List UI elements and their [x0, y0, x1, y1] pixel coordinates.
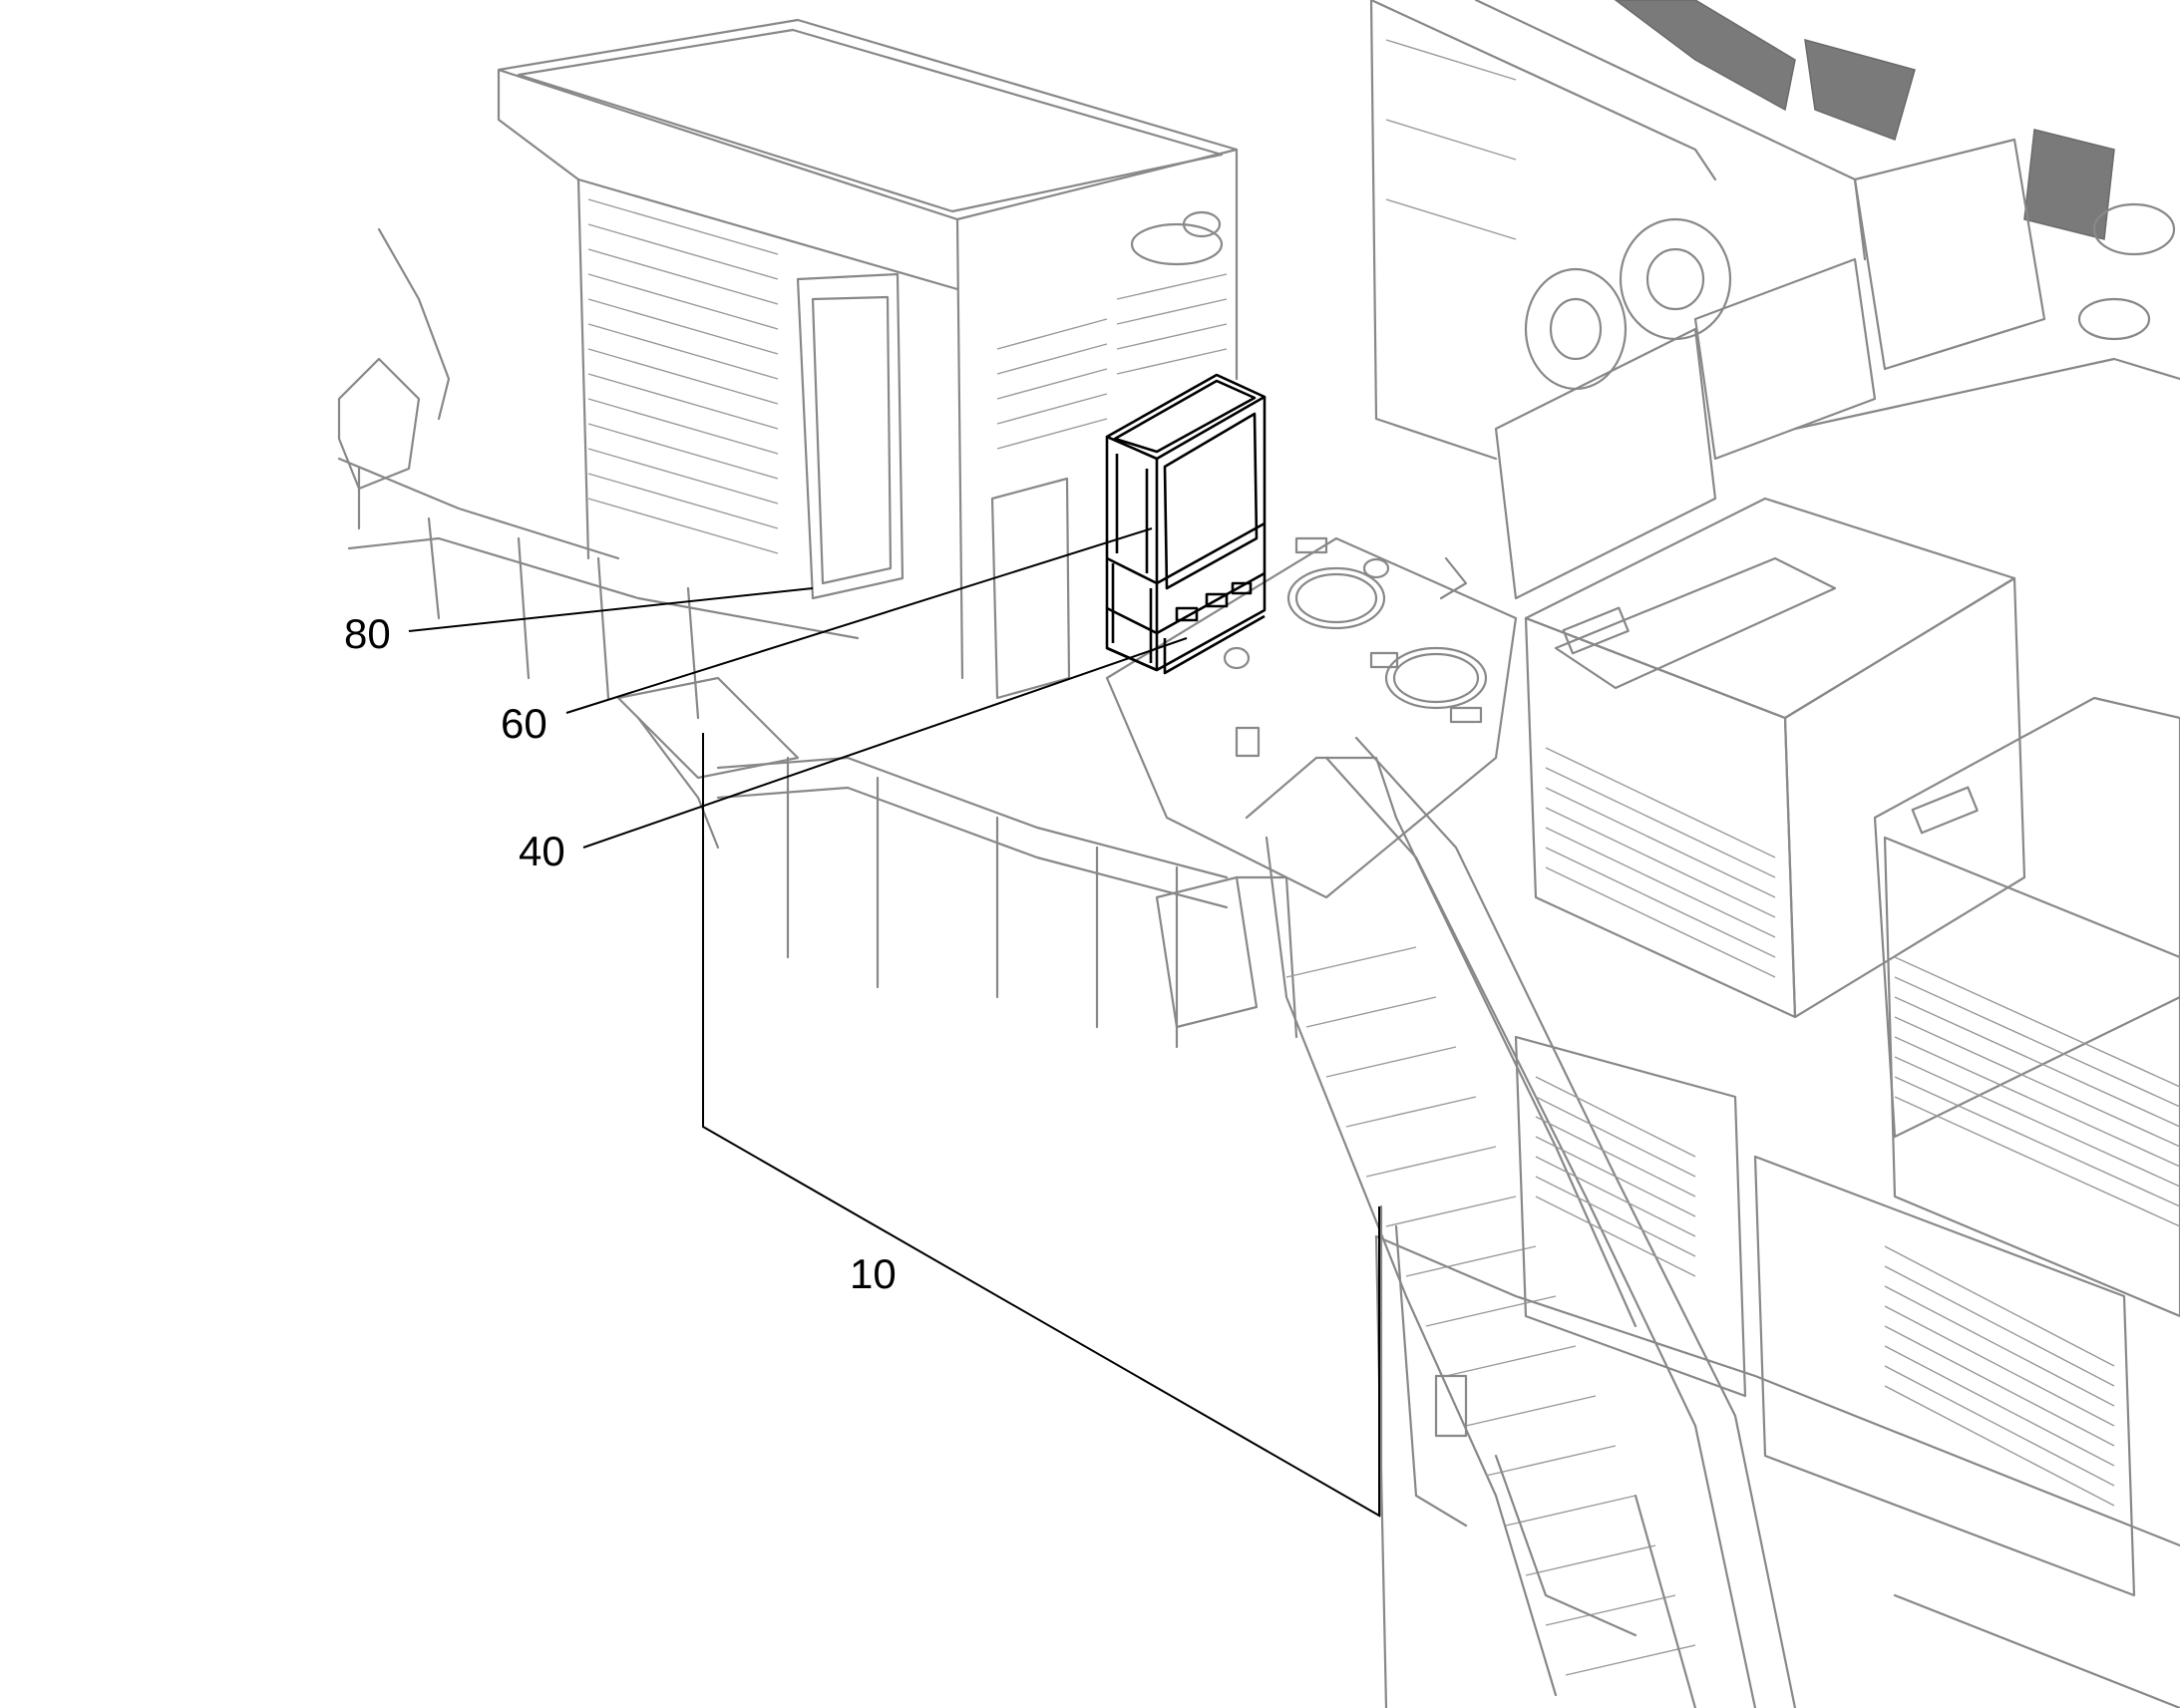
- lower-body: [1379, 1204, 1637, 1637]
- callout-10: 10: [850, 1250, 897, 1297]
- right-enclosures: [1374, 497, 2180, 1708]
- cab-housing: [497, 18, 1239, 700]
- platform-deck: [1105, 536, 1518, 899]
- callout-40: 40: [519, 828, 565, 874]
- cab-louvers: [587, 198, 779, 554]
- callout-60: 60: [501, 700, 547, 747]
- platform-railings: [716, 756, 1298, 1049]
- leader-line-40: [582, 637, 1188, 849]
- tank-outline: [702, 733, 1380, 1518]
- left-railings: [337, 227, 860, 850]
- highlighted-cabinet: [1105, 373, 1267, 675]
- machine-background: [337, 0, 2180, 1708]
- callouts: 80 60 40 10: [344, 527, 1188, 1297]
- callout-80: 80: [344, 610, 391, 657]
- leader-line-60: [565, 527, 1153, 714]
- grille-lines: [1535, 747, 2180, 1507]
- upper-right-machinery: [1369, 0, 2180, 600]
- stairway: [1245, 736, 1797, 1708]
- leader-line-80: [408, 587, 814, 632]
